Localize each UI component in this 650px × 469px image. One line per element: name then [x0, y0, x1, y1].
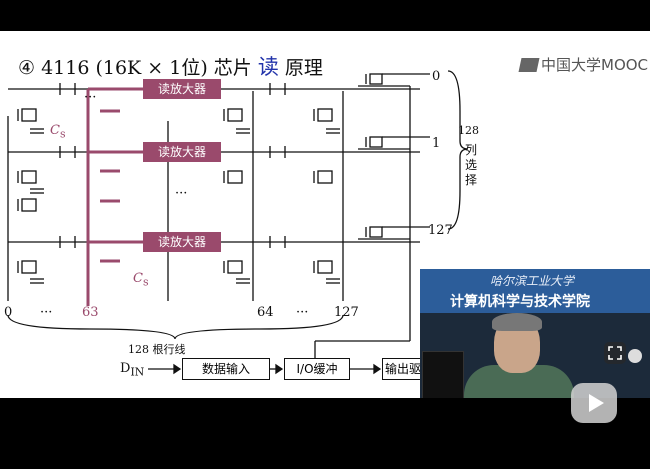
- ellipsis-top: ···: [84, 90, 97, 105]
- col-select-count: 128: [458, 124, 479, 137]
- video-banner: 哈尔滨工业大学 计算机科学与技术学院: [420, 269, 650, 313]
- data-output-box: 输出驱: [382, 358, 424, 380]
- lecturer-video[interactable]: 哈尔滨工业大学 计算机科学与技术学院: [420, 269, 650, 398]
- play-icon: [589, 394, 604, 412]
- cell-capacitor-label-bottom: Cs: [133, 271, 149, 289]
- ellipsis-middle: ···: [175, 186, 188, 201]
- title-highlight: 读: [257, 55, 279, 79]
- sense-amp-row-1: 读放大器: [143, 142, 221, 162]
- col-index-1: 1: [432, 136, 441, 151]
- row-lines-label: 128 根行线: [128, 343, 186, 356]
- fullscreen-button[interactable]: [604, 342, 626, 364]
- lecturer-hair: [492, 313, 542, 331]
- slide-title: ④ 4116 (16K × 1位) 芯片 读 原理: [18, 55, 323, 79]
- mooc-logo: 中国大学MOOC: [518, 54, 648, 75]
- monitor: [422, 351, 464, 398]
- microphone: [628, 349, 642, 363]
- slide-area: ④ 4116 (16K × 1位) 芯片 读 原理 中国大学MOOC: [0, 31, 650, 398]
- cell-capacitor-label-top: Cs: [50, 123, 66, 141]
- io-buffer-box: I/O缓冲: [284, 358, 350, 380]
- col-index-127: 127: [428, 223, 453, 238]
- fullscreen-icon: [608, 346, 622, 360]
- col-select-label: 列 选 择: [464, 143, 477, 187]
- ellipsis-bottom-left: ···: [40, 305, 53, 320]
- ellipsis-bottom-right: ···: [296, 305, 309, 320]
- sense-amp-row-127: 读放大器: [143, 232, 221, 252]
- row-index-64: 64: [257, 305, 274, 320]
- row-index-0: 0: [4, 305, 13, 320]
- circuit-diagram: [7, 70, 469, 375]
- data-input-box: 数据输入: [182, 358, 270, 380]
- din-label: DIN: [120, 361, 145, 379]
- row-index-127: 127: [334, 305, 359, 320]
- row-index-63: 63: [82, 305, 99, 320]
- banner-school: 计算机科学与技术学院: [450, 294, 590, 310]
- play-button[interactable]: [571, 383, 617, 423]
- sense-amp-row-0: 读放大器: [143, 79, 221, 99]
- col-index-0: 0: [432, 69, 441, 84]
- banner-university: 哈尔滨工业大学: [490, 274, 575, 288]
